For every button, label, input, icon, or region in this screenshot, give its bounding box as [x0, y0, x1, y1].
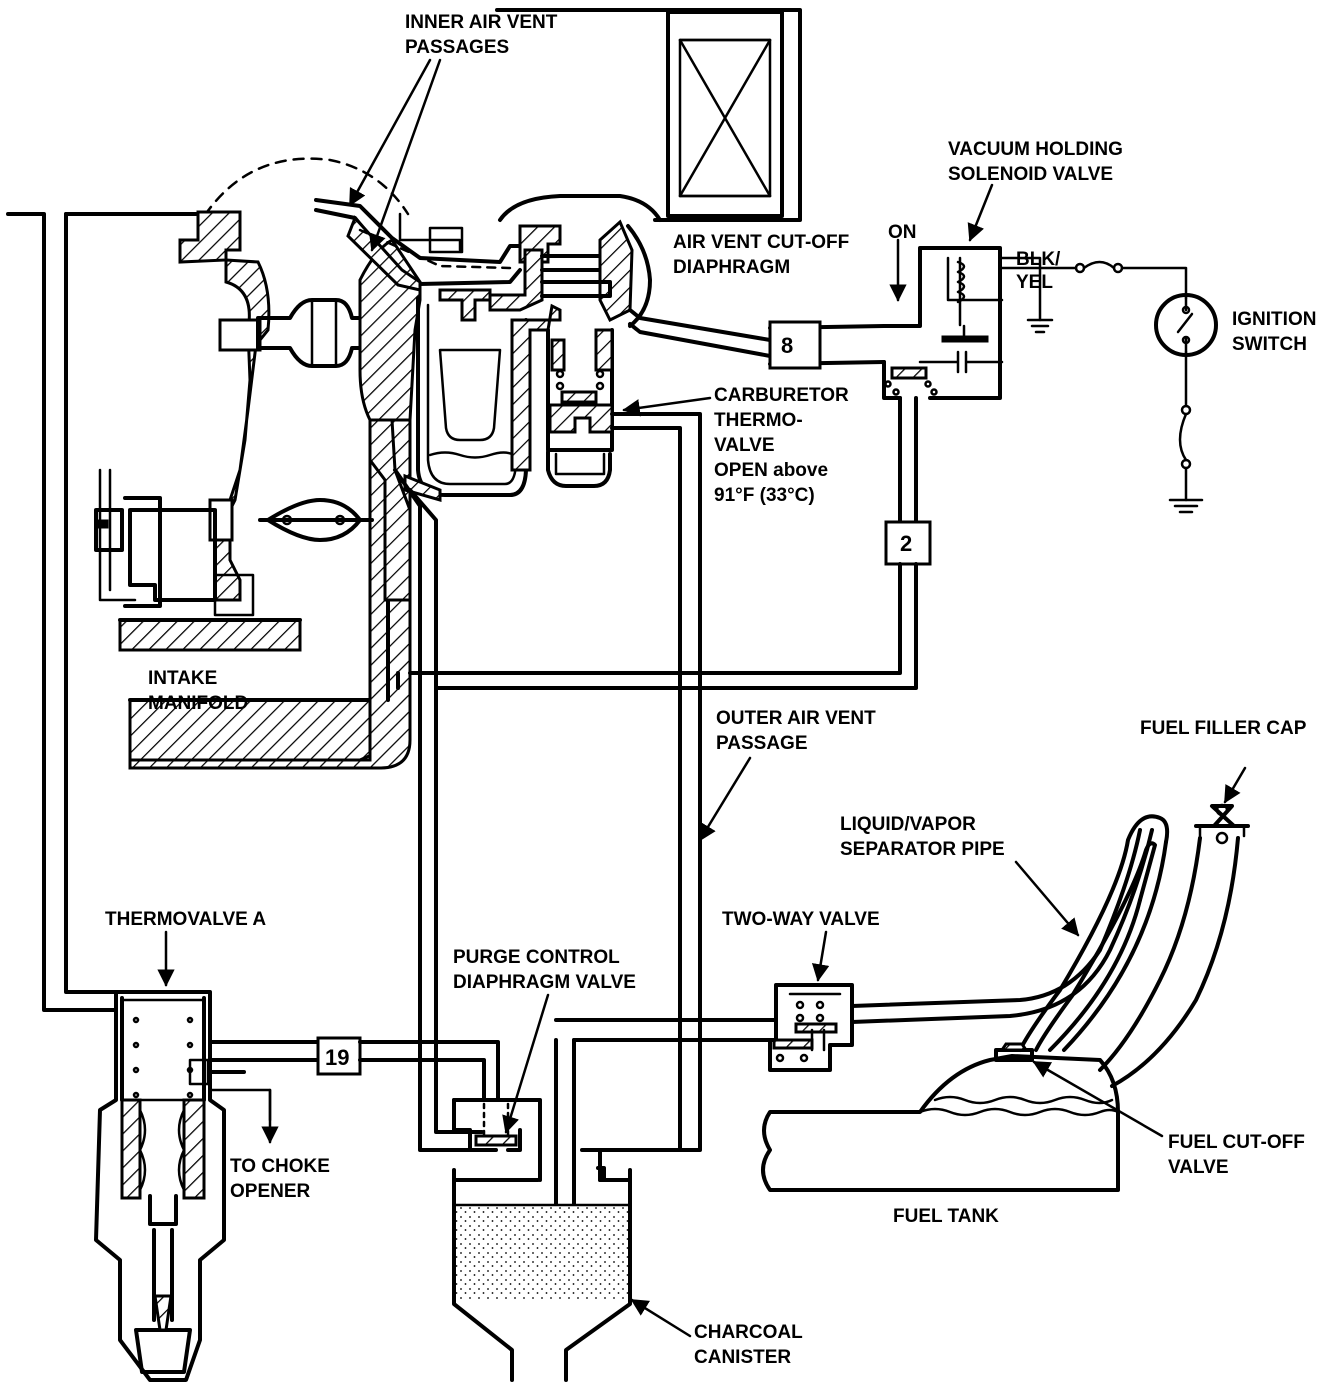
intake-manifold — [118, 418, 412, 770]
svg-text:DIAPHRAGM VALVE: DIAPHRAGM VALVE — [453, 972, 636, 993]
label-inner-air-vent-passages: INNER AIR VENT PASSAGES — [405, 12, 558, 58]
svg-text:INTAKE: INTAKE — [148, 668, 217, 689]
float-bowl — [403, 288, 528, 502]
label-on: ON — [888, 222, 917, 243]
label-blk-yel: BLK/ YEL — [1016, 249, 1061, 293]
label-two-way-valve: TWO-WAY VALVE — [722, 909, 880, 930]
svg-text:PASSAGE: PASSAGE — [716, 733, 808, 754]
svg-text:OPENER: OPENER — [230, 1181, 311, 1202]
hose-19-line — [316, 1036, 500, 1102]
svg-text:SWITCH: SWITCH — [1232, 334, 1307, 355]
label-fuel-filler-cap: FUEL FILLER CAP — [1140, 718, 1307, 739]
hose-number-19: 19 — [325, 1045, 349, 1070]
svg-text:MANIFOLD: MANIFOLD — [148, 693, 248, 714]
hose-number-8: 8 — [781, 333, 793, 358]
label-charcoal-canister: CHARCOAL CANISTER — [694, 1322, 803, 1368]
svg-text:CANISTER: CANISTER — [694, 1347, 791, 1368]
two-way-valve — [768, 828, 1154, 1072]
label-purge-control-diaphragm-valve: PURGE CONTROL DIAPHRAGM VALVE — [453, 947, 636, 993]
thermovalve-a — [94, 990, 322, 1382]
svg-text:IGNITION: IGNITION — [1232, 309, 1316, 330]
svg-text:OUTER AIR VENT: OUTER AIR VENT — [716, 708, 876, 729]
svg-text:CARBURETOR: CARBURETOR — [714, 385, 849, 406]
air-vent-cutoff-diaphragm — [488, 194, 772, 358]
svg-text:YEL: YEL — [1016, 272, 1053, 293]
fuel-filler-neck — [1098, 803, 1250, 1088]
svg-text:91°F (33°C): 91°F (33°C) — [714, 485, 815, 506]
label-fuel-tank: FUEL TANK — [893, 1206, 999, 1227]
label-thermovalve-a: THERMOVALVE A — [105, 909, 266, 930]
svg-text:VALVE: VALVE — [1168, 1157, 1229, 1178]
svg-text:TO CHOKE: TO CHOKE — [230, 1156, 330, 1177]
svg-text:VALVE: VALVE — [714, 435, 775, 456]
charcoal-canister — [452, 1038, 632, 1382]
label-fuel-cutoff-valve: FUEL CUT-OFF VALVE — [1168, 1132, 1305, 1178]
label-to-choke-opener: TO CHOKE OPENER — [230, 1156, 330, 1202]
thermovalve-a-dots — [132, 1016, 194, 1099]
svg-text:OPEN above: OPEN above — [714, 460, 828, 481]
svg-text:DIAPHRAGM: DIAPHRAGM — [673, 257, 790, 278]
thermo-valve-dots — [555, 369, 605, 391]
svg-text:SEPARATOR PIPE: SEPARATOR PIPE — [840, 839, 1005, 860]
fuel-tank — [761, 1042, 1120, 1192]
label-vacuum-holding-solenoid-valve: VACUUM HOLDING SOLENOID VALVE — [948, 139, 1123, 185]
svg-text:VACUUM HOLDING: VACUUM HOLDING — [948, 139, 1123, 160]
label-liquid-vapor-separator-pipe: LIQUID/VAPOR SEPARATOR PIPE — [840, 814, 1005, 860]
carburetor-body — [94, 157, 422, 617]
hose-8-line — [768, 320, 886, 370]
svg-text:PASSAGES: PASSAGES — [405, 37, 509, 58]
carburetor-thermo-valve — [510, 303, 702, 1152]
label-ignition-switch: IGNITION SWITCH — [1232, 309, 1316, 355]
hose-number-2: 2 — [900, 531, 912, 556]
annotation-arrows — [157, 58, 1247, 1338]
label-intake-manifold: INTAKE MANIFOLD — [148, 668, 248, 714]
outer-frame-lines — [6, 212, 198, 1012]
svg-text:FUEL CUT-OFF: FUEL CUT-OFF — [1168, 1132, 1305, 1153]
purge-control-diaphragm-valve — [452, 1098, 542, 1182]
outer-vent-passage-line — [554, 818, 778, 1152]
hose-2-line — [408, 396, 932, 690]
svg-text:SOLENOID VALVE: SOLENOID VALVE — [948, 164, 1113, 185]
ignition-circuit — [998, 260, 1218, 514]
label-outer-air-vent-passage: OUTER AIR VENT PASSAGE — [716, 708, 876, 754]
svg-text:BLK/: BLK/ — [1016, 249, 1061, 270]
svg-text:AIR VENT CUT-OFF: AIR VENT CUT-OFF — [673, 232, 849, 253]
svg-text:INNER AIR VENT: INNER AIR VENT — [405, 12, 558, 33]
svg-text:THERMO-: THERMO- — [714, 410, 803, 431]
label-air-vent-cutoff-diaphragm: AIR VENT CUT-OFF DIAPHRAGM — [673, 232, 849, 278]
liquid-vapor-separator-pipe — [1018, 814, 1170, 1052]
svg-text:PURGE CONTROL: PURGE CONTROL — [453, 947, 620, 968]
air-cleaner-element — [495, 8, 802, 222]
label-carburetor-thermo-valve: CARBURETOR THERMO- VALVE OPEN above 91°F… — [714, 385, 849, 506]
svg-text:CHARCOAL: CHARCOAL — [694, 1322, 803, 1343]
vacuum-holding-solenoid-valve — [882, 246, 1054, 400]
svg-text:LIQUID/VAPOR: LIQUID/VAPOR — [840, 814, 976, 835]
